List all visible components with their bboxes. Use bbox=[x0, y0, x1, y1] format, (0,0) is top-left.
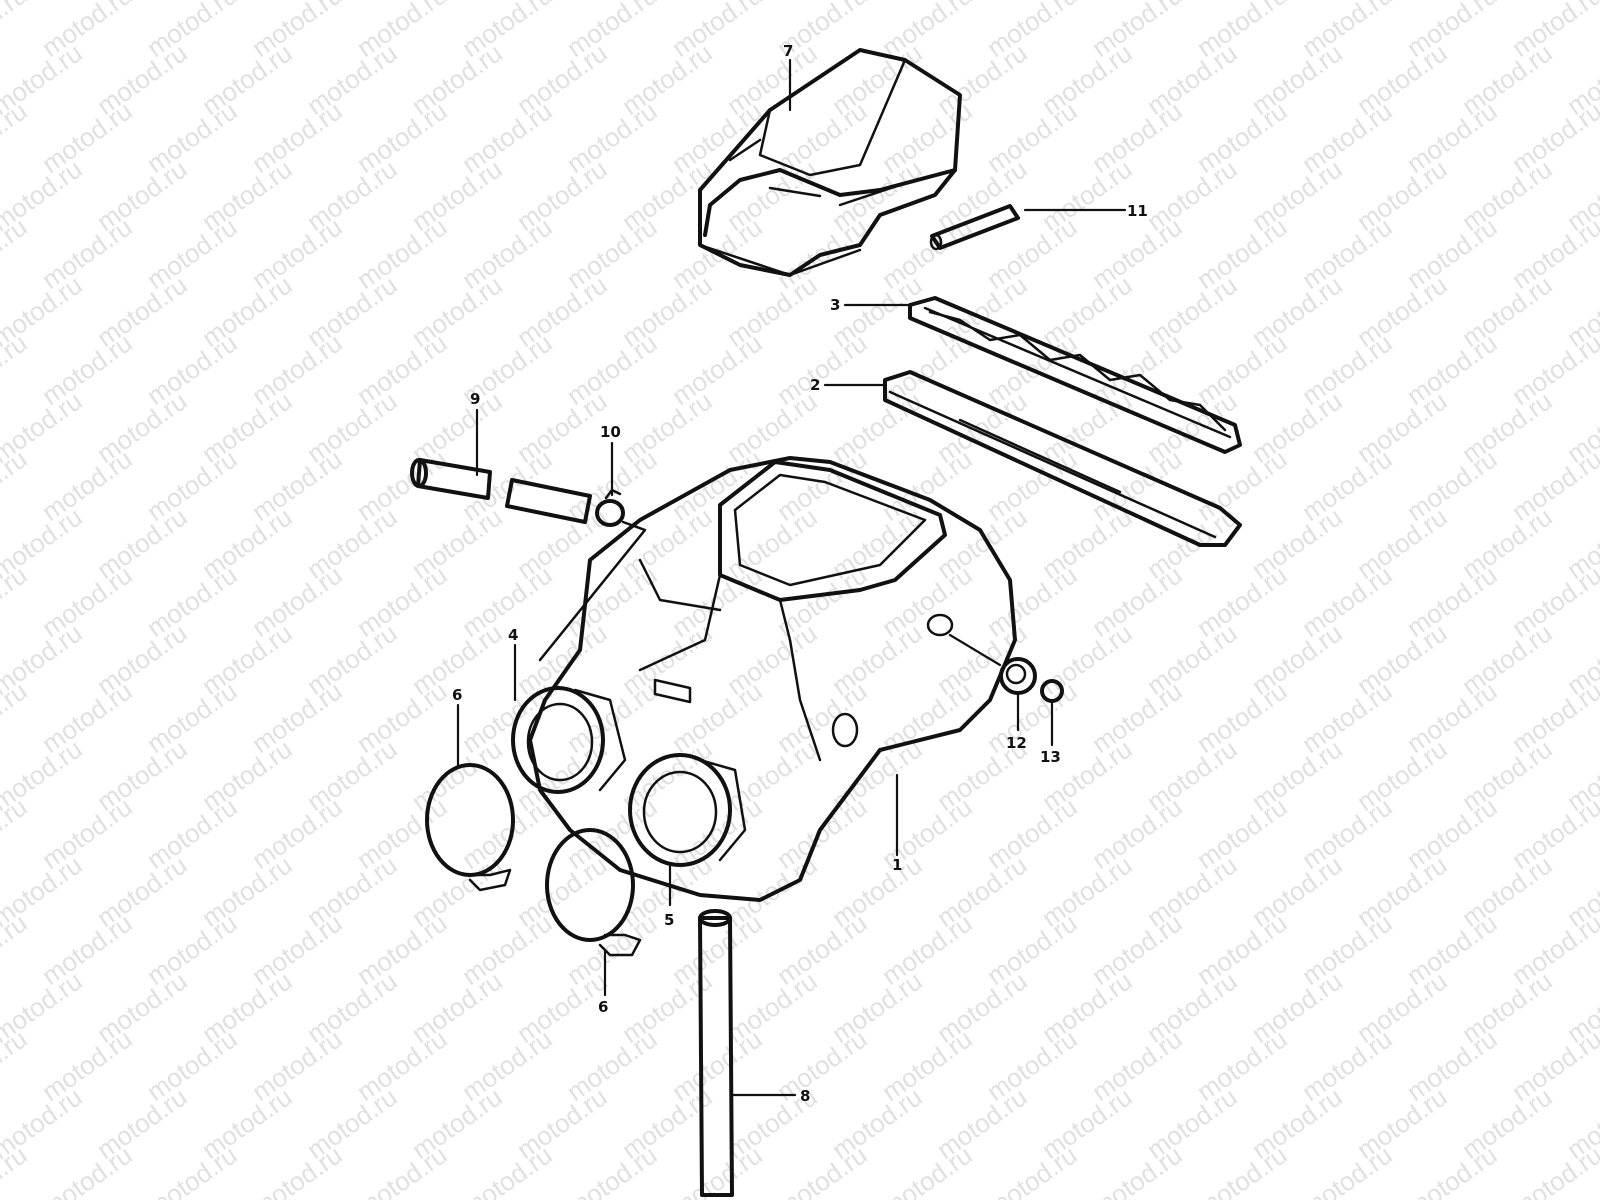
watermark-text: motod.ru bbox=[36, 1139, 137, 1200]
watermark-text: motod.ru bbox=[1191, 1139, 1292, 1200]
callout-10: 10 bbox=[600, 423, 621, 441]
part-7-cap bbox=[698, 48, 962, 277]
part-13-plug bbox=[1040, 679, 1064, 703]
part-1-case bbox=[528, 456, 1017, 902]
watermark-text: motod.ru bbox=[1561, 0, 1600, 5]
part-10-hose-clip bbox=[505, 478, 647, 662]
callout-5: 5 bbox=[664, 911, 674, 929]
watermark-text: motod.ru bbox=[246, 1139, 347, 1200]
watermark-text: motod.ru bbox=[456, 1139, 557, 1200]
watermark-text: motod.ru bbox=[141, 1139, 242, 1200]
watermark-text: motod.ru bbox=[351, 1139, 452, 1200]
callout-labels: 7 11 3 2 9 10 4 6 12 13 1 5 6 8 bbox=[452, 42, 1148, 1105]
watermark-text: motod.ru bbox=[1506, 1139, 1600, 1200]
leader-lines bbox=[456, 58, 1127, 1097]
part-3-filter-frame bbox=[908, 296, 1242, 454]
watermark-text: motod.ru bbox=[0, 95, 32, 178]
watermark-text: motod.ru bbox=[1296, 1139, 1397, 1200]
watermark-text: motod.ru bbox=[0, 791, 32, 874]
callout-3: 3 bbox=[830, 296, 840, 314]
watermark-text: motod.ru bbox=[666, 1139, 767, 1200]
part-8-drain-tube bbox=[698, 909, 734, 1197]
callout-11: 11 bbox=[1127, 202, 1148, 220]
watermark-text: motod.ru bbox=[0, 327, 32, 410]
watermark-text: motod.ru bbox=[1401, 1139, 1502, 1200]
watermark-text: motod.ru bbox=[876, 1139, 977, 1200]
part-5-joint-right bbox=[628, 753, 747, 867]
watermark-text: motod.ru bbox=[0, 1023, 32, 1106]
callout-1: 1 bbox=[892, 856, 902, 874]
part-4-joint-left bbox=[511, 686, 627, 794]
part-6-clamp-right bbox=[545, 828, 642, 957]
part-12-grommet bbox=[999, 657, 1037, 695]
watermark-text: motod.ru bbox=[0, 907, 32, 990]
watermark-text: motod.ru bbox=[0, 559, 32, 642]
watermark-text: motod.ru bbox=[771, 1139, 872, 1200]
callout-4: 4 bbox=[508, 626, 518, 644]
part-2-filter-pad bbox=[883, 370, 1242, 547]
callout-12: 12 bbox=[1006, 734, 1027, 752]
watermark-text: motod.ru bbox=[0, 0, 32, 63]
watermark-text: motod.ru bbox=[561, 1139, 662, 1200]
watermark-text: motod.ru bbox=[981, 1139, 1082, 1200]
callout-6-bottom: 6 bbox=[598, 998, 608, 1016]
watermark-text: motod.ru bbox=[0, 675, 32, 758]
watermark-text: motod.ru bbox=[0, 211, 32, 294]
callout-7: 7 bbox=[783, 42, 793, 60]
callout-6-top: 6 bbox=[452, 686, 462, 704]
part-6-clamp-left bbox=[425, 763, 515, 892]
callout-13: 13 bbox=[1040, 748, 1061, 766]
watermark-text: motod.ru bbox=[1086, 1139, 1187, 1200]
part-11-rod bbox=[929, 204, 1020, 251]
callout-2: 2 bbox=[810, 376, 820, 394]
callout-9: 9 bbox=[470, 390, 480, 408]
part-9-hose bbox=[410, 458, 492, 500]
callout-8: 8 bbox=[800, 1087, 810, 1105]
watermark-text: motod.ru bbox=[0, 443, 32, 526]
watermark-text: motod.ru bbox=[0, 1139, 32, 1200]
